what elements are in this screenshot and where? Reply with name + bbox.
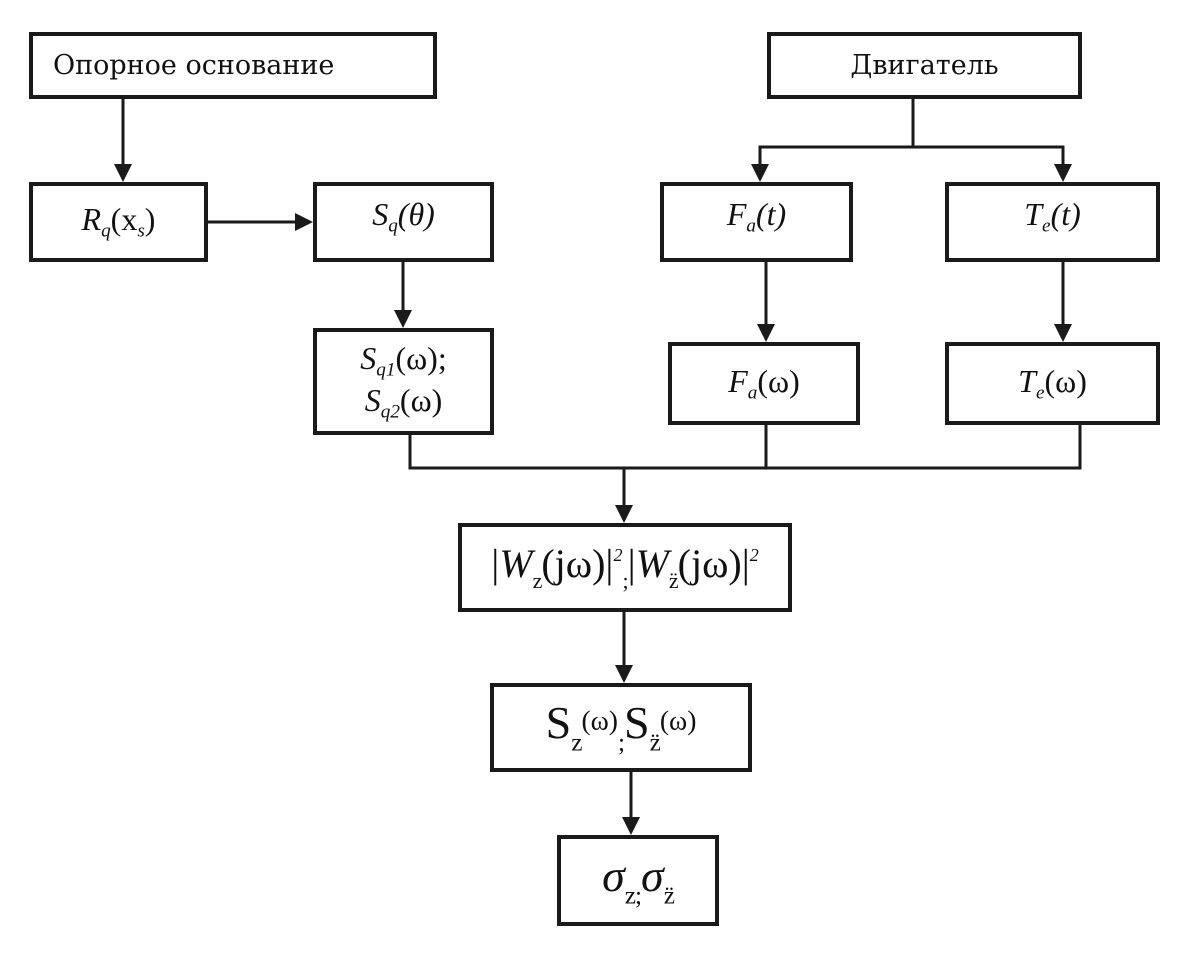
sq1-omega-label: Sq1(ω);	[360, 339, 447, 381]
transfer-function-box: |Wz(jω)|2;|Wz̈(jω)|2	[458, 523, 792, 612]
arrowhead-down	[757, 324, 775, 342]
arrowhead-down	[394, 310, 412, 328]
spectral-density-box: Sz(ω);Sz̈(ω)	[490, 683, 752, 772]
arrowhead-down	[615, 665, 633, 683]
fa-omega-box: Fa(ω)	[668, 342, 860, 425]
support-base-box: Опорное основание	[29, 32, 437, 99]
rq-box: Rq(xs)	[29, 182, 208, 262]
std-deviation-label: σz;σz̈	[602, 850, 675, 910]
te-omega-box: Te(ω)	[945, 342, 1160, 425]
transfer-function-label: |Wz(jω)|2;|Wz̈(jω)|2	[491, 541, 759, 594]
arrowhead-right	[295, 213, 313, 231]
support-base-label: Опорное основание	[53, 50, 335, 81]
sq-theta-label: Sq(θ)	[372, 196, 435, 237]
sq12-omega-box: Sq1(ω); Sq2(ω)	[313, 328, 494, 435]
fa-omega-label: Fa(ω)	[728, 362, 800, 404]
std-deviation-box: σz;σz̈	[557, 835, 719, 926]
engine-box: Двигатель	[767, 32, 1082, 99]
arrowhead-down	[622, 817, 640, 835]
arrowhead-down	[114, 164, 132, 182]
arrowhead-down	[1054, 164, 1072, 182]
sq-theta-box: Sq(θ)	[313, 182, 494, 262]
fa-t-label: Fa(t)	[726, 196, 787, 237]
edge-merge-bus	[408, 425, 1082, 470]
arrowhead-down	[751, 164, 769, 182]
te-omega-label: Te(ω)	[1018, 362, 1087, 404]
arrowhead-down	[615, 505, 633, 523]
edge-engine-branch	[758, 145, 1065, 170]
fa-t-box: Fa(t)	[660, 182, 853, 262]
arrowhead-down	[1054, 324, 1072, 342]
engine-label: Двигатель	[850, 50, 999, 81]
sq2-omega-label: Sq2(ω)	[364, 381, 443, 423]
te-t-label: Te(t)	[1024, 196, 1081, 237]
rq-label: Rq(xs)	[81, 201, 156, 242]
spectral-density-label: Sz(ω);Sz̈(ω)	[545, 697, 697, 757]
te-t-box: Te(t)	[945, 182, 1160, 262]
